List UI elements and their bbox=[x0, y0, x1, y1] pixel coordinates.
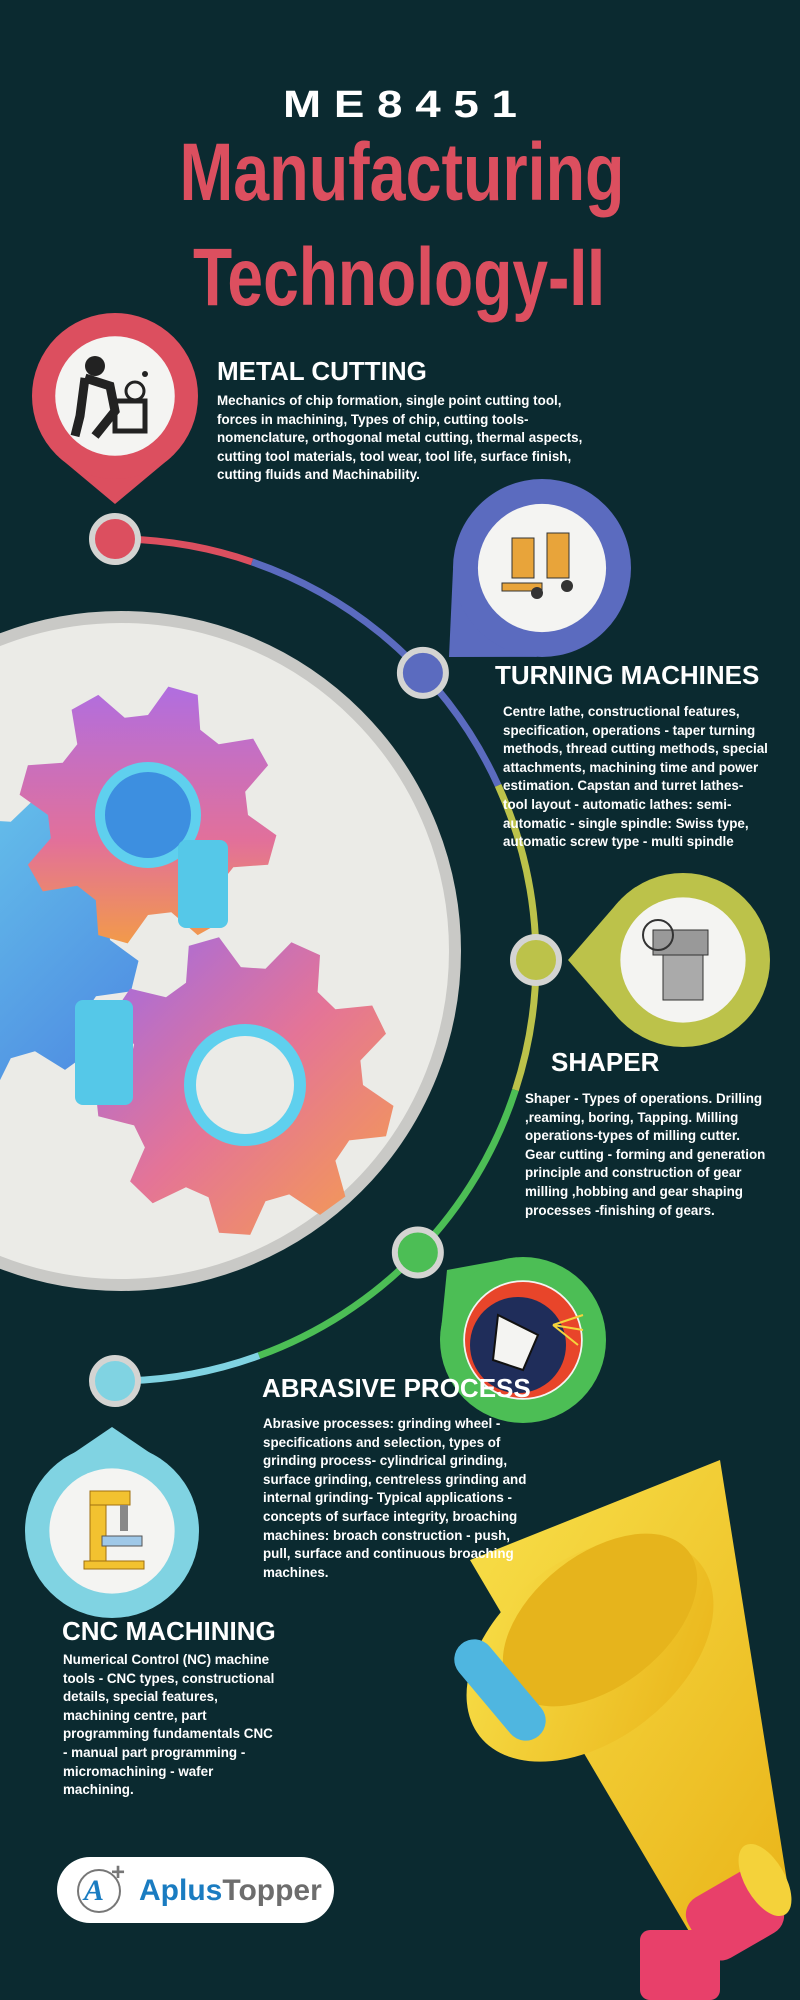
section-title-shaper: SHAPER bbox=[551, 1047, 660, 1077]
gear-top-hole bbox=[95, 762, 201, 868]
gear-bottom-hole bbox=[184, 1024, 306, 1146]
timeline-node bbox=[391, 1226, 444, 1279]
section-pins bbox=[25, 313, 770, 1618]
section-title-cnc-machining: CNC MACHINING bbox=[62, 1616, 276, 1646]
course-code: M E 8 4 5 1 bbox=[283, 84, 517, 126]
logo-text-topper: Topper bbox=[222, 1874, 322, 1907]
section-body-cnc-machining: Numerical Control (NC) machine tools - C… bbox=[63, 1652, 275, 1798]
section-title-metal-cutting: METAL CUTTING bbox=[217, 356, 427, 386]
factory-workers-icon bbox=[501, 532, 573, 599]
section-pin bbox=[568, 873, 770, 1047]
aplustopper-logo[interactable]: A+ AplusTopper bbox=[57, 1857, 334, 1923]
timeline-node bbox=[89, 1355, 141, 1407]
timeline-segment bbox=[250, 558, 502, 787]
pin-inner-circle bbox=[49, 1468, 175, 1594]
section-body-shaper: Shaper - Types of operations. Drilling ,… bbox=[525, 1091, 766, 1218]
grinding-worker-icon bbox=[465, 1282, 584, 1398]
megaphone-illustration bbox=[454, 1460, 792, 2000]
section-body-turning-machines: Centre lathe, constructional features, s… bbox=[503, 704, 768, 850]
timeline-node bbox=[396, 646, 449, 699]
section-pin bbox=[449, 479, 631, 657]
section-pin bbox=[32, 313, 198, 504]
section-body-metal-cutting: Mechanics of chip formation, single poin… bbox=[217, 393, 583, 483]
cnc-drill-machine-icon bbox=[83, 1490, 145, 1570]
shaper-machine-icon bbox=[642, 919, 709, 1001]
section-title-turning-machines: TURNING MACHINES bbox=[495, 660, 760, 690]
section-title-abrasive-process: ABRASIVE PROCESS bbox=[262, 1373, 531, 1403]
section-pin bbox=[440, 1257, 606, 1423]
aplus-logo-mark-icon: A+ bbox=[77, 1859, 125, 1913]
section-pin bbox=[25, 1427, 199, 1618]
logo-wordmark: AplusTopper bbox=[139, 1874, 322, 1908]
timeline-node bbox=[89, 513, 141, 565]
gears-illustration bbox=[0, 686, 394, 1235]
timeline-arc bbox=[89, 513, 562, 1407]
logo-text-aplus: Aplus bbox=[139, 1874, 223, 1907]
title-line-1: Manufacturing bbox=[180, 127, 625, 218]
timeline-node bbox=[510, 934, 562, 986]
title-line-2: Technology-II bbox=[193, 232, 605, 323]
metal-cutting-worker-icon bbox=[70, 356, 148, 439]
section-body-abrasive-process: Abrasive processes: grinding wheel - spe… bbox=[263, 1416, 527, 1580]
pin-inner-circle bbox=[477, 503, 607, 633]
gear-connector bbox=[178, 840, 228, 928]
gear-connector bbox=[75, 1000, 133, 1105]
